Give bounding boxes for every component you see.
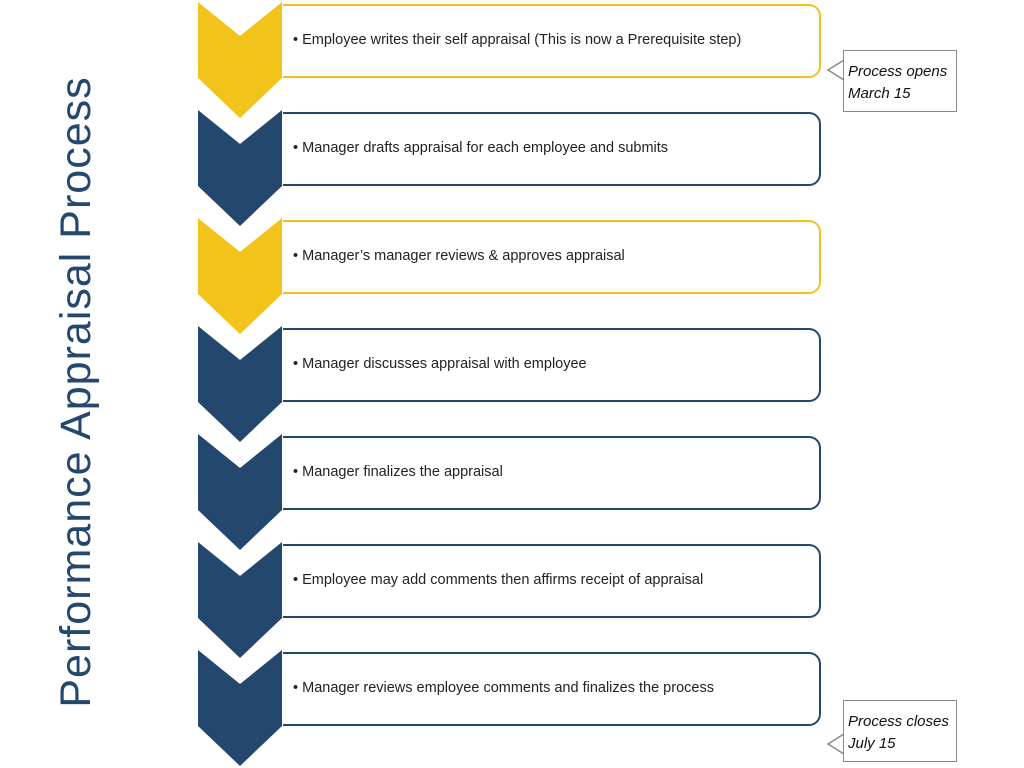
step-text-5: • Manager finalizes the appraisal <box>293 464 503 480</box>
step-text-7: • Manager reviews employee comments and … <box>293 680 714 696</box>
process-step-4: • Manager discusses appraisal with emplo… <box>0 326 830 442</box>
chevron-arrow-1 <box>198 2 282 118</box>
step-box-1: • Employee writes their self appraisal (… <box>283 4 821 78</box>
process-step-6: • Employee may add comments then affirms… <box>0 542 830 658</box>
process-step-2: • Manager drafts appraisal for each empl… <box>0 110 830 226</box>
step-text-3: • Manager’s manager reviews & approves a… <box>293 248 625 264</box>
step-text-2: • Manager drafts appraisal for each empl… <box>293 140 669 156</box>
step-box-4: • Manager discusses appraisal with emplo… <box>283 328 821 402</box>
step-box-5: • Manager finalizes the appraisal <box>283 436 821 510</box>
chevron-arrow-7 <box>198 650 282 766</box>
step-text-1: • Employee writes their self appraisal (… <box>293 32 742 48</box>
callout-process-closes: Process closes July 15 <box>843 700 957 762</box>
callout-process-opens: Process opens March 15 <box>843 50 957 112</box>
callout-process-closes-text: Process closes July 15 <box>848 713 949 752</box>
process-step-7: • Manager reviews employee comments and … <box>0 650 830 766</box>
chevron-arrow-6 <box>198 542 282 658</box>
step-box-6: • Employee may add comments then affirms… <box>283 544 821 618</box>
chevron-arrow-3 <box>198 218 282 334</box>
step-box-2: • Manager drafts appraisal for each empl… <box>283 112 821 186</box>
step-text-6: • Employee may add comments then affirms… <box>293 572 704 588</box>
chevron-arrow-5 <box>198 434 282 550</box>
chevron-arrow-2 <box>198 110 282 226</box>
callout-process-opens-text: Process opens March 15 <box>848 63 948 102</box>
step-box-7: • Manager reviews employee comments and … <box>283 652 821 726</box>
chevron-arrow-4 <box>198 326 282 442</box>
step-text-4: • Manager discusses appraisal with emplo… <box>293 356 587 372</box>
step-box-3: • Manager’s manager reviews & approves a… <box>283 220 821 294</box>
process-step-1: • Employee writes their self appraisal (… <box>0 2 830 118</box>
process-step-3: • Manager’s manager reviews & approves a… <box>0 218 830 334</box>
process-step-5: • Manager finalizes the appraisal <box>0 434 830 550</box>
